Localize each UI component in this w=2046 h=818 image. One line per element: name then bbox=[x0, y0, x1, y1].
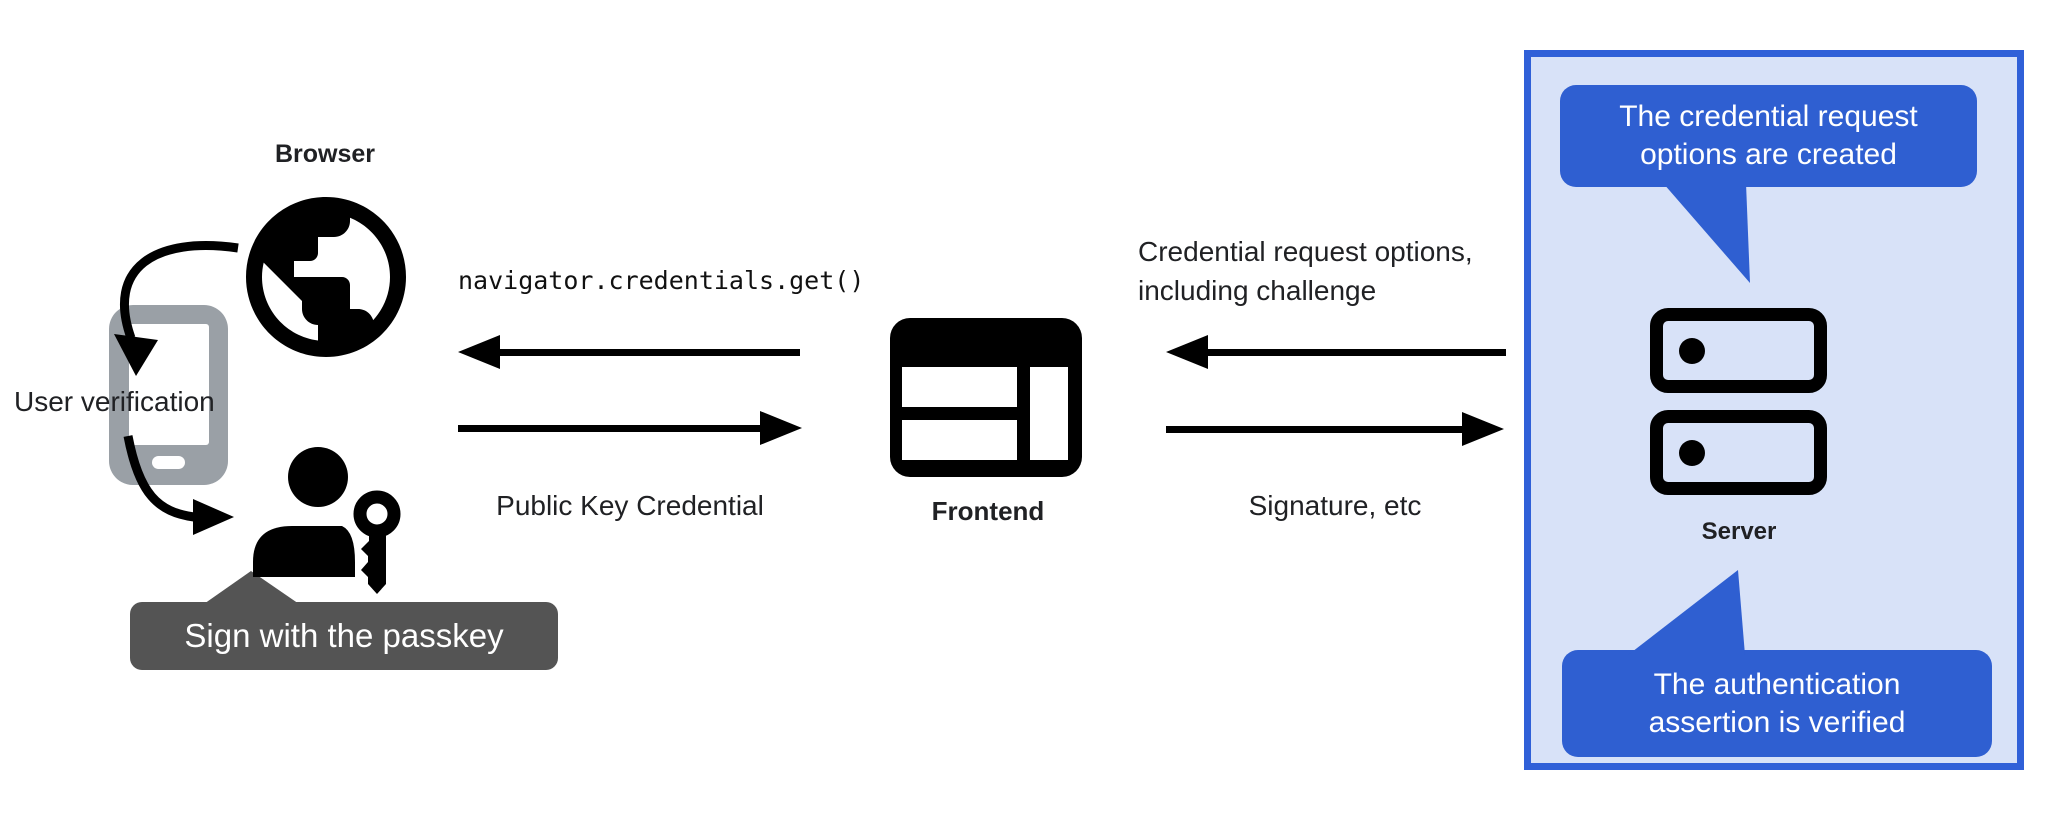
user-with-passkey-icon bbox=[253, 447, 401, 594]
globe-browser-icon bbox=[246, 197, 406, 357]
phone-screen bbox=[129, 324, 209, 445]
server-note-assertion-verified: The authentication assertion is verified bbox=[1562, 650, 1992, 757]
server-note-line: The credential request bbox=[1619, 100, 1918, 133]
server-rack-icon bbox=[1650, 308, 1827, 393]
browser-label: Browser bbox=[274, 140, 376, 168]
arrow-frontend-to-browser bbox=[458, 335, 800, 369]
arrowhead-left-icon bbox=[458, 335, 500, 369]
frontend-pane bbox=[1030, 367, 1068, 460]
frontend-label: Frontend bbox=[931, 496, 1045, 526]
sign-bubble-pointer bbox=[201, 571, 302, 606]
arrow-shaft bbox=[500, 348, 800, 356]
frontend-pane bbox=[902, 420, 1017, 460]
credential-request-options-line2: including challenge bbox=[1138, 275, 1377, 306]
frontend-pane bbox=[902, 367, 1017, 407]
person-head bbox=[288, 447, 348, 507]
frontend-window-icon bbox=[890, 318, 1082, 477]
server-led-icon bbox=[1679, 440, 1705, 466]
arrow-shaft bbox=[1166, 425, 1462, 433]
api-call-label: navigator.credentials.get() bbox=[458, 266, 865, 295]
arrow-frontend-to-server bbox=[1166, 412, 1504, 446]
key-ring-icon bbox=[353, 490, 401, 538]
arrow-browser-to-frontend bbox=[458, 411, 802, 445]
server-rack-icon bbox=[1650, 410, 1827, 495]
arrow-server-to-frontend bbox=[1166, 335, 1506, 369]
sign-with-passkey-text: Sign with the passkey bbox=[184, 617, 504, 654]
sign-with-passkey-bubble: Sign with the passkey bbox=[130, 602, 558, 670]
credential-request-options-label: Credential request options, including ch… bbox=[1138, 232, 1473, 310]
server-label: Server bbox=[1701, 518, 1777, 545]
arrow-shaft bbox=[458, 424, 760, 432]
arrow-shaft bbox=[1208, 348, 1506, 356]
server-note-line: The authentication bbox=[1653, 667, 1901, 701]
phone-home-bar bbox=[152, 456, 185, 469]
public-key-credential-label: Public Key Credential bbox=[496, 490, 764, 521]
user-verification-label: User verification bbox=[14, 386, 215, 417]
arrowhead-left-icon bbox=[1166, 335, 1208, 369]
credential-request-options-line1: Credential request options, bbox=[1138, 236, 1473, 267]
key-shaft-icon bbox=[361, 530, 386, 594]
arrowhead-right-icon bbox=[760, 411, 802, 445]
arrowhead-right-icon bbox=[1462, 412, 1504, 446]
person-body bbox=[253, 526, 355, 577]
server-note-request-created: The credential request options are creat… bbox=[1560, 85, 1977, 187]
server-note-line: assertion is verified bbox=[1648, 705, 1906, 739]
server-led-icon bbox=[1679, 338, 1705, 364]
server-panel: The credential request options are creat… bbox=[1524, 50, 2024, 770]
server-note-line: options are created bbox=[1640, 138, 1897, 171]
arrowhead-right-icon bbox=[193, 499, 234, 535]
signature-label: Signature, etc bbox=[1248, 490, 1422, 521]
